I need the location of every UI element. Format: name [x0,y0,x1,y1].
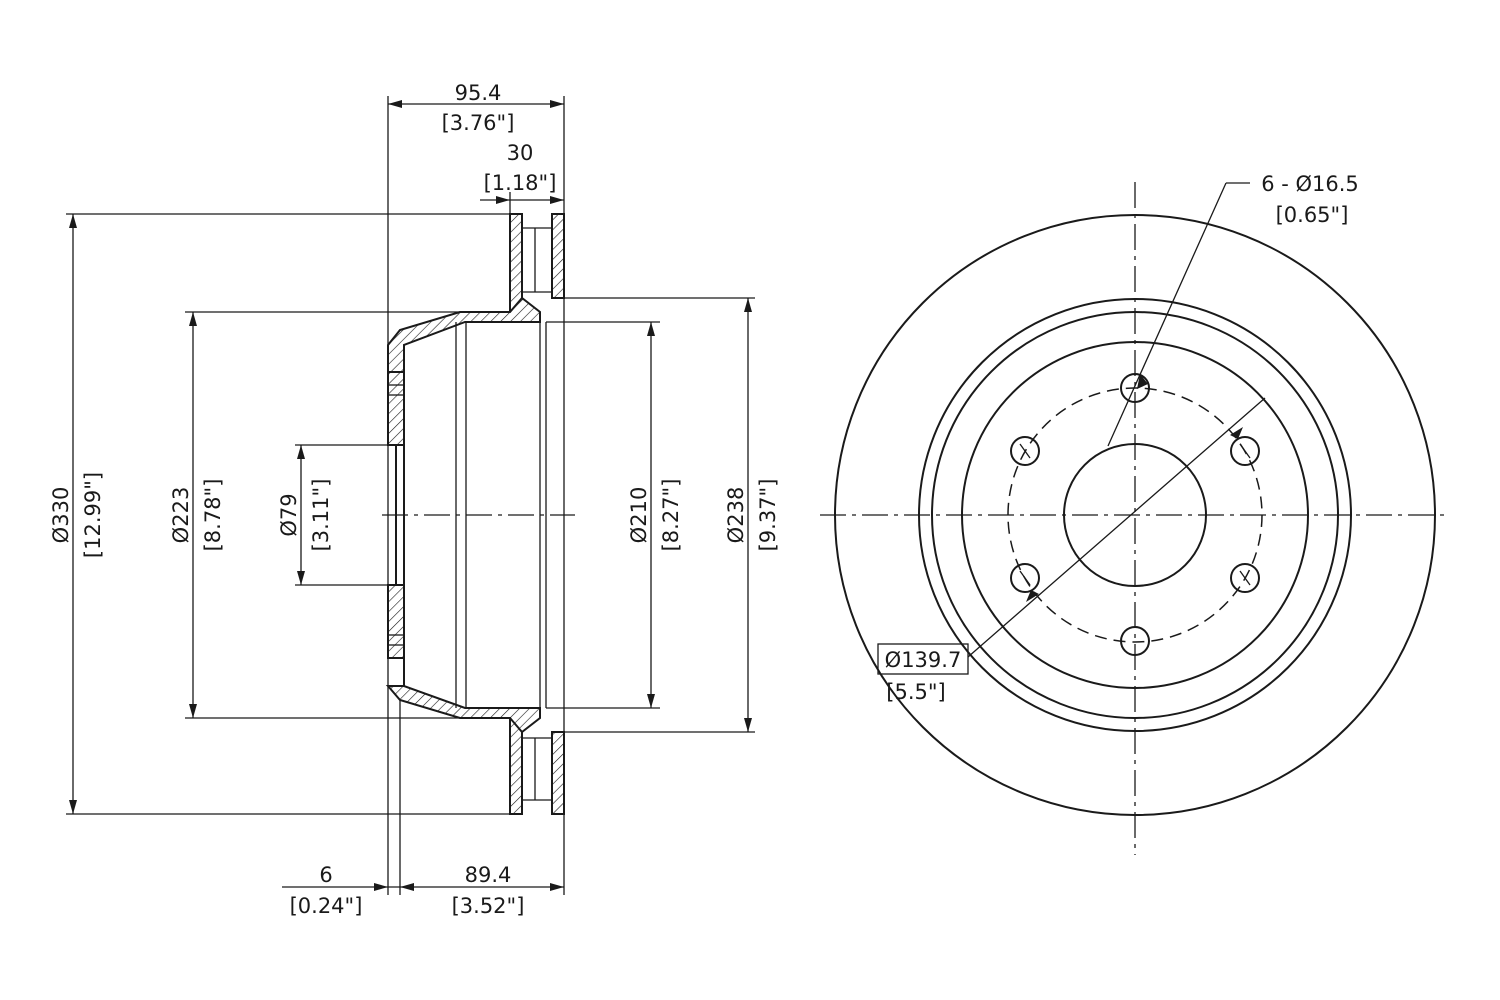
hat-wall-bottom [385,685,541,734]
arrowhead [647,694,655,708]
arrowhead [297,571,305,585]
dim-95-value: 95.4 [455,81,502,105]
arrowhead [1026,590,1039,602]
hat-face-bottom [387,584,405,659]
arrowhead [69,800,77,814]
bolt-hole [1120,626,1150,656]
arrowhead [744,298,752,312]
arrowhead [400,883,414,891]
arrowhead [496,196,510,204]
dim-6-value: 6 [319,863,332,887]
side-section-view: 95.4 [3.76"] 30 [1.18"] Ø330 [12.99"] Ø2… [49,81,780,918]
bolt-circle-leader [967,397,1266,658]
arrowhead [550,100,564,108]
arrowhead [647,322,655,336]
dim-95-inch: [3.76"] [442,111,515,135]
bolt-hole-leader [1107,182,1227,447]
dim-89-inch: [3.52"] [452,894,525,918]
bolt-hole-callout-inch: [0.65"] [1276,203,1349,227]
arrowhead [189,704,197,718]
arrowhead [1230,427,1243,439]
bolt-holes [1010,373,1260,656]
bolt-hole [1230,563,1260,593]
bolt-hole-center-mark [1019,443,1031,459]
dim-238-inch: [9.37"] [756,479,780,552]
arrowhead [69,214,77,228]
bolt-hole-center-mark [1239,570,1251,586]
dim-30-inch: [1.18"] [484,171,557,195]
arrowhead [388,100,402,108]
dim-79-value: Ø79 [277,493,301,536]
bottom-inner-plate [551,731,565,815]
dim-223-value: Ø223 [169,487,193,544]
bolt-hole-callout-value: 6 - Ø16.5 [1261,172,1359,196]
bolt-hole [1120,373,1150,403]
bolt-hole [1230,436,1260,466]
arrowhead [189,312,197,326]
dim-6-inch: [0.24"] [290,894,363,918]
bolt-circle-callout-inch: [5.5"] [886,680,945,704]
arrowhead [550,883,564,891]
arrowhead [1137,374,1148,389]
dim-223-inch: [8.78"] [201,479,225,552]
bolt-hole [1010,436,1040,466]
bottom-outer-plate [509,717,523,815]
front-view: 6 - Ø16.5 [0.65"] Ø139.7 [5.5"] [820,172,1450,855]
arrowhead [374,883,388,891]
bolt-circle-callout-box [877,643,969,675]
bolt-circle-callout-value: Ø139.7 [885,648,962,672]
arrowhead [297,445,305,459]
bolt-hole-center-mark [1019,570,1031,586]
arrowhead [550,196,564,204]
dim-330-inch: [12.99"] [81,472,105,558]
dim-89-value: 89.4 [465,863,512,887]
hat-face-top [387,371,405,446]
bolt-hole [1010,563,1040,593]
dim-30-value: 30 [507,141,534,165]
dim-210-value: Ø210 [627,487,651,544]
dim-330-value: Ø330 [49,487,73,544]
top-outer-plate [509,213,523,313]
hat-wall-top [387,296,541,373]
dim-210-inch: [8.27"] [659,479,683,552]
dim-79-inch: [3.11"] [309,479,333,552]
bolt-hole-center-mark [1239,443,1251,459]
top-inner-plate [551,213,565,299]
arrowhead [744,718,752,732]
dim-238-value: Ø238 [724,487,748,544]
